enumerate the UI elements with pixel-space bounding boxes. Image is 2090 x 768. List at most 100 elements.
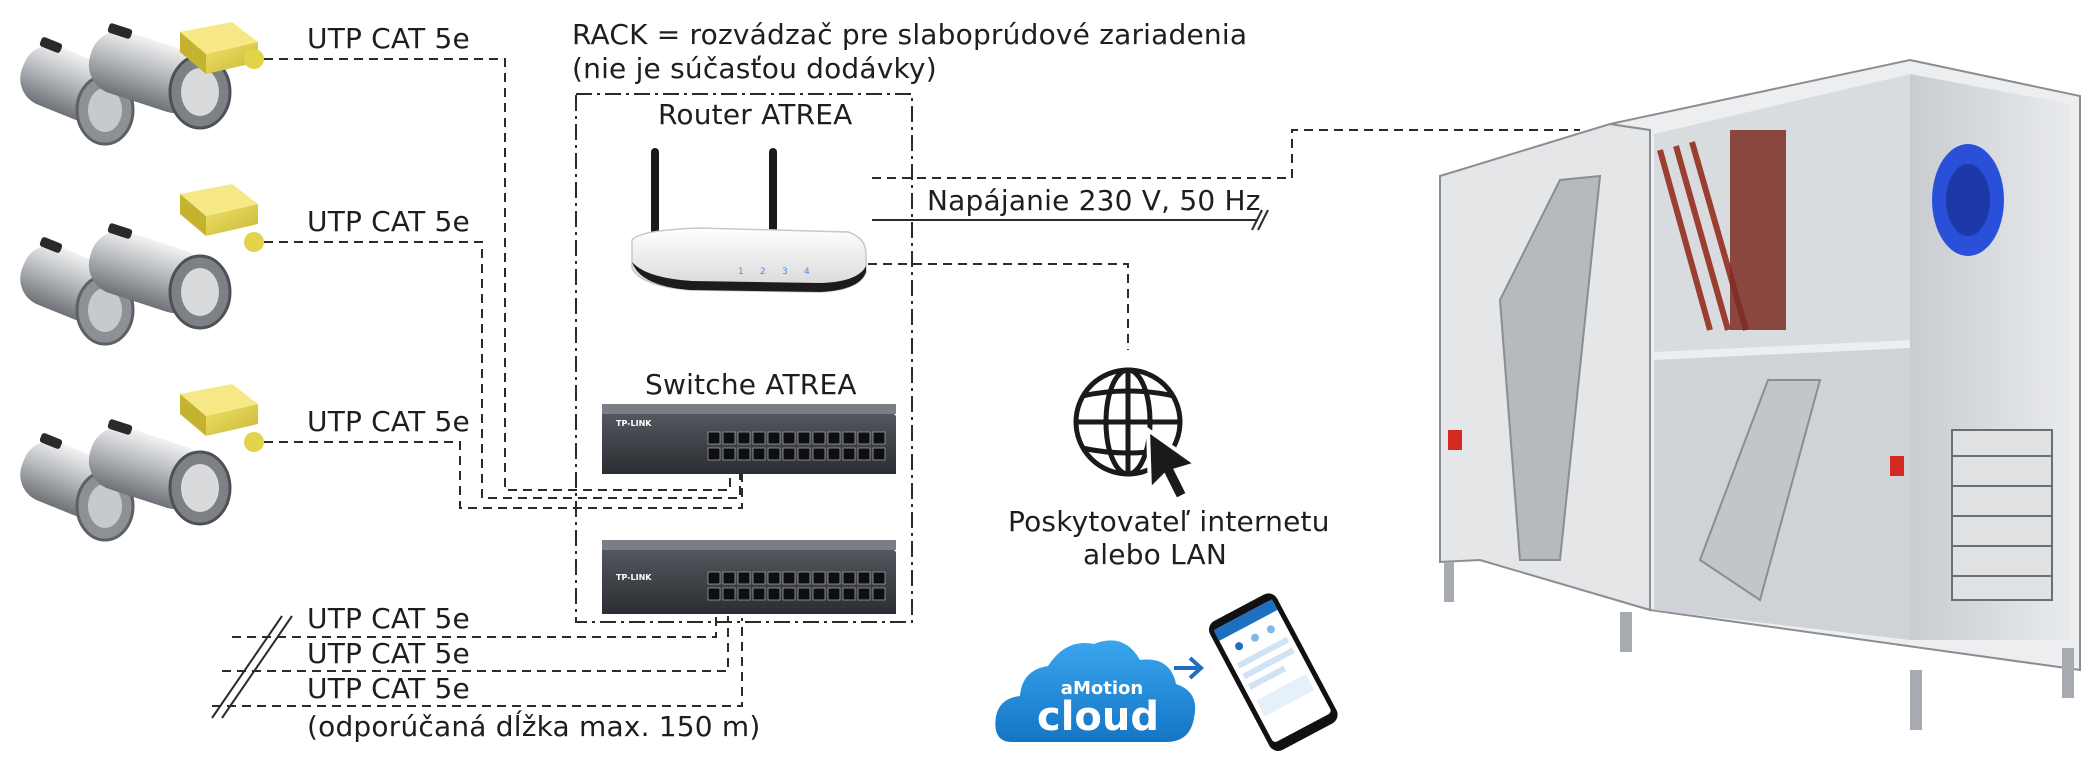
duct-fitting-right [88, 223, 232, 330]
internet-label-line2: alebo LAN [1082, 538, 1228, 571]
duct-fitting-left [20, 237, 135, 346]
air-handling-unit [1439, 58, 2081, 730]
switch-port [797, 431, 811, 445]
switch-port [752, 587, 766, 601]
switch-port [782, 447, 796, 461]
control-box [180, 22, 258, 74]
cable-router-internet [868, 263, 1129, 350]
cable-router-ahu [872, 129, 1580, 179]
switch-port [842, 431, 856, 445]
switch-port [782, 431, 796, 445]
svg-text:TP-LINK: TP-LINK [616, 573, 652, 582]
router-label: Router ATREA [658, 98, 853, 131]
router-leds: 1 2 3 4 [738, 267, 810, 277]
svg-text:TP-LINK: TP-LINK [616, 419, 652, 428]
switch-port [707, 587, 721, 601]
switch-port [872, 571, 886, 585]
switch-port [827, 571, 841, 585]
switch-port [842, 571, 856, 585]
switch-port [797, 571, 811, 585]
switch-port [722, 431, 736, 445]
switch-port [857, 571, 871, 585]
smartphone [1208, 593, 1338, 751]
connection-dot [244, 49, 264, 69]
switch-port [827, 447, 841, 461]
rack-outline [575, 93, 913, 623]
switch-port [797, 587, 811, 601]
switch-port [827, 587, 841, 601]
switch-port [857, 431, 871, 445]
svg-text:aMotion: aMotion [1061, 678, 1143, 699]
switch-port [722, 587, 736, 601]
amotion-cloud-logo: aMotion cloud [995, 640, 1196, 742]
switch-port [767, 431, 781, 445]
switch-port [767, 587, 781, 601]
switch-port [737, 571, 751, 585]
svg-text:1: 1 [738, 267, 744, 277]
switch-port [842, 587, 856, 601]
switch-port [872, 587, 886, 601]
switch-port [857, 447, 871, 461]
switch-port [812, 431, 826, 445]
switch-port [707, 571, 721, 585]
switch-port [782, 587, 796, 601]
switch-port [707, 431, 721, 445]
switch-port [812, 571, 826, 585]
switch-port [722, 447, 736, 461]
cable-unit-3 [264, 441, 743, 509]
connection-dot [244, 432, 264, 452]
rack-title: RACK = rozvádzač pre slaboprúdové zariad… [572, 18, 1248, 51]
switch-port [872, 431, 886, 445]
internet-label-line1: Poskytovateľ internetu [1008, 505, 1330, 538]
connection-dot [244, 232, 264, 252]
switch-port [752, 431, 766, 445]
cable-switch-bottom-2 [222, 616, 729, 672]
duct-fitting-right [88, 419, 232, 526]
switch-port [767, 447, 781, 461]
antenna-left [651, 148, 659, 254]
switch-port [767, 571, 781, 585]
switch-port [782, 571, 796, 585]
switch-port [812, 587, 826, 601]
svg-text:4: 4 [804, 267, 810, 277]
cable-label-bottom-2: UTP CAT 5e [307, 637, 470, 670]
antenna-right [769, 148, 777, 250]
switch-port [722, 571, 736, 585]
power-line [872, 209, 1269, 231]
switch-port [737, 587, 751, 601]
duct-fitting-right [88, 23, 232, 130]
cursor-icon [1145, 426, 1201, 503]
ventilation-unit-3 [20, 384, 264, 542]
cable-switch-bottom-1 [232, 616, 717, 638]
switch-device-1: TP-LINK [602, 404, 896, 474]
cable-break-marks [211, 615, 293, 719]
cable-label-unit-3: UTP CAT 5e [307, 405, 470, 438]
control-box [180, 384, 258, 436]
ventilation-unit-2 [20, 184, 264, 346]
switch-device-2: TP-LINK [602, 540, 896, 614]
cable-length-note: (odporúčaná dĺžka max. 150 m) [307, 710, 761, 743]
svg-text:3: 3 [782, 267, 788, 277]
switches-label: Switche ATREA [645, 368, 857, 401]
switch-port [857, 587, 871, 601]
cable-lines [212, 58, 1580, 707]
router-device: 1 2 3 4 [631, 148, 867, 293]
cable-label-unit-2: UTP CAT 5e [307, 205, 470, 238]
control-box [180, 184, 258, 236]
svg-text:2: 2 [760, 267, 766, 277]
cable-label-unit-1: UTP CAT 5e [307, 22, 470, 55]
switch-port [872, 447, 886, 461]
switch-ports [707, 571, 886, 601]
svg-text:cloud: cloud [1037, 694, 1159, 740]
ventilation-unit-1 [20, 22, 264, 146]
switch-port [752, 447, 766, 461]
rack-subtitle: (nie je súčasťou dodávky) [572, 52, 937, 85]
cable-label-bottom-3: UTP CAT 5e [307, 672, 470, 705]
globe-icon [1073, 367, 1183, 477]
power-label: Napájanie 230 V, 50 Hz [927, 184, 1261, 217]
cable-label-bottom-1: UTP CAT 5e [307, 602, 470, 635]
switch-port [797, 447, 811, 461]
switch-port [842, 447, 856, 461]
switch-port [707, 447, 721, 461]
